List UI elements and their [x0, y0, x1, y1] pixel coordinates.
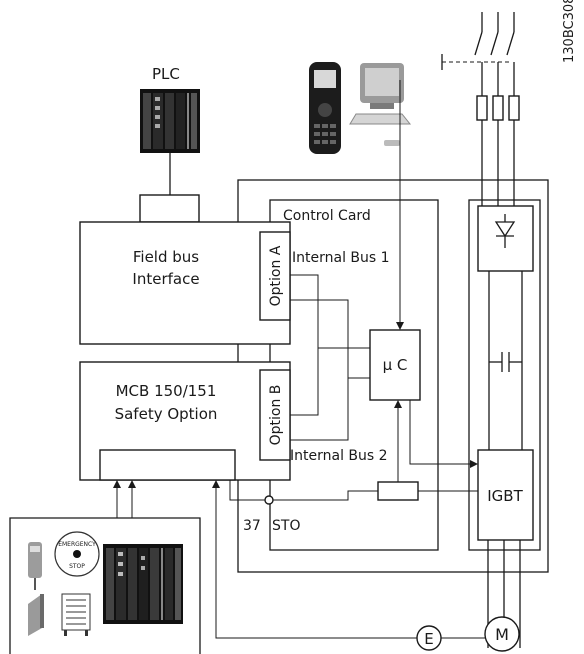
plc-icon — [140, 89, 200, 153]
safety-door-switch-icon — [61, 593, 91, 636]
lcp-keypad-icon — [309, 62, 341, 154]
capacitor-icon — [489, 352, 522, 372]
emergency-stop-label-line2: STOP — [69, 563, 85, 570]
pc-link-arrow — [396, 322, 404, 330]
diode-icon — [494, 214, 516, 248]
plc-label: PLC — [152, 65, 180, 83]
sto-label: STO — [272, 518, 300, 534]
motor-symbol — [484, 616, 520, 652]
internal-bus-2-label: Internal Bus 2 — [290, 448, 388, 464]
mcb-to-sto-link — [229, 480, 266, 501]
safety-sensor-icon — [28, 542, 42, 590]
option-a-label: Option A — [268, 245, 284, 306]
safety-inputs-box — [9, 517, 201, 654]
motor-label: M — [495, 625, 509, 644]
fieldbus-interface-box — [79, 221, 291, 345]
igbt-box — [477, 449, 534, 541]
encoder-label: E — [424, 630, 433, 648]
mcb-label-line1: MCB 150/151 — [116, 382, 217, 400]
control-card-label: Control Card — [283, 208, 371, 224]
safety-controller-icon — [103, 544, 183, 624]
emergency-stop-label-line1: EMERGENCY — [58, 541, 96, 548]
encoder-feedback-line — [215, 486, 418, 639]
igbt-label: IGBT — [487, 487, 523, 505]
fieldbus-connector — [139, 194, 200, 223]
fuses — [476, 95, 520, 206]
fieldbus-label-line1: Field bus — [133, 248, 199, 266]
mcb-terminal-block — [99, 449, 236, 481]
mcb-label-line2: Safety Option — [115, 405, 218, 423]
terminal-37-circle — [264, 495, 274, 505]
micro-controller-box — [369, 329, 421, 401]
option-b-label: Option B — [268, 385, 284, 446]
fieldbus-label-line2: Interface — [132, 270, 199, 288]
internal-bus-wiring — [290, 274, 370, 441]
uc-to-igbt-link — [409, 400, 474, 465]
light-curtain-icon — [28, 594, 44, 636]
sto-line — [272, 490, 378, 501]
figure-id: 130BC308.10 — [562, 0, 577, 63]
sto-relay-box — [377, 481, 419, 501]
terminal-37-label: 37 — [243, 518, 261, 534]
safety-input-arrows — [113, 480, 136, 518]
dc-link-bus — [488, 271, 523, 450]
encoder-feedback-arrow — [212, 480, 220, 488]
micro-controller-label: µ C — [383, 356, 408, 374]
emergency-stop-icon: EMERGENCY STOP — [54, 531, 100, 577]
pc-computer-icon — [349, 63, 412, 146]
sto-to-uc-arrow — [394, 400, 402, 408]
uc-to-igbt-arrow — [470, 460, 478, 468]
option-a-slot — [259, 231, 291, 321]
mains-disconnect-switch — [441, 12, 515, 96]
internal-bus-1-label: Internal Bus 1 — [292, 250, 390, 266]
